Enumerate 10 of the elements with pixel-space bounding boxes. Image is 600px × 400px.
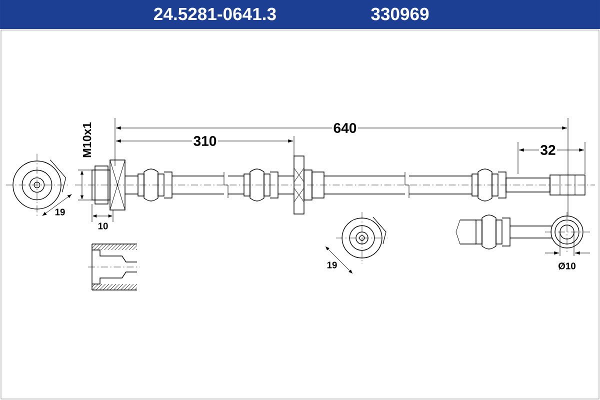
dimension-label: 310 xyxy=(192,134,218,148)
part-number: 330969 xyxy=(371,8,429,20)
dimension-label: 640 xyxy=(332,122,358,134)
part-number: 24.5281-0641.3 xyxy=(154,8,276,20)
dimension-label: 19 xyxy=(54,208,66,216)
dimension-label: M10x1 xyxy=(82,120,92,160)
dimension-label: Ø10 xyxy=(556,261,578,271)
dimension-label: 19 xyxy=(326,260,338,270)
dimension-label: 32 xyxy=(539,144,557,156)
dimension-label: 10 xyxy=(96,222,110,230)
